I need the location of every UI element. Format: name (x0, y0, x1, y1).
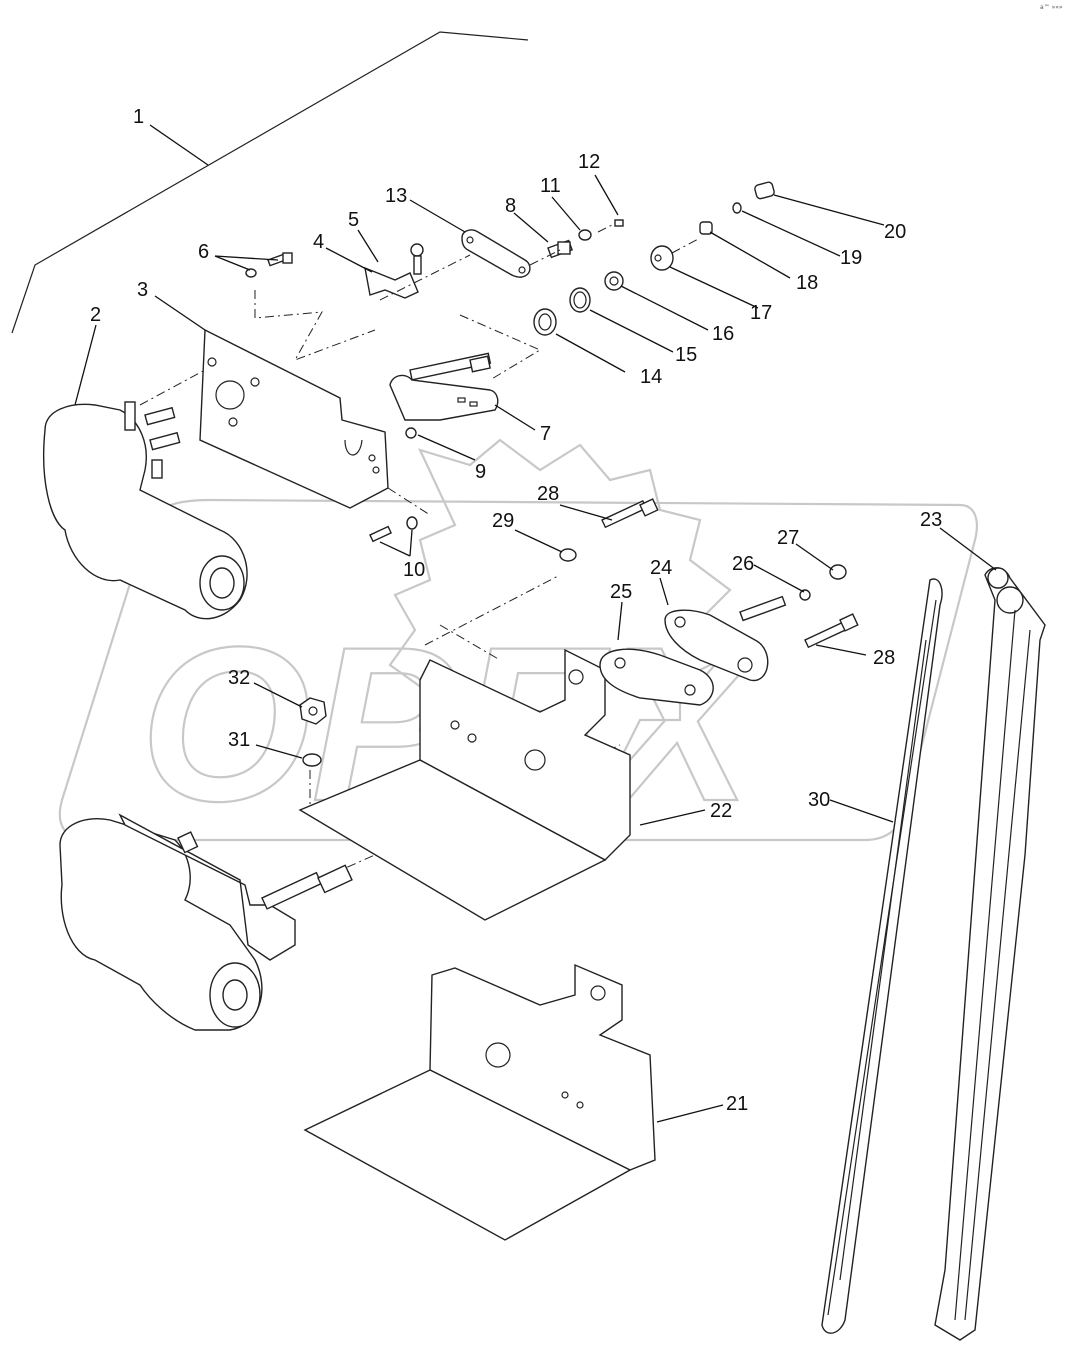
callout-6: 6 (198, 241, 209, 263)
callout-23: 23 (920, 509, 942, 531)
mounting-plate (199, 328, 389, 509)
bolt-28-upper (601, 498, 659, 529)
callout-28-upper: 28 (537, 483, 559, 505)
callout-15: 15 (675, 344, 697, 366)
callout-labels: 1 2 3 4 5 6 7 8 9 10 11 12 13 14 15 16 1… (90, 106, 942, 1115)
nut-32 (299, 697, 327, 725)
bolt-28-lower (804, 613, 859, 649)
callout-20: 20 (884, 221, 906, 243)
callout-29: 29 (492, 510, 514, 532)
callout-21: 21 (726, 1093, 748, 1115)
callout-3: 3 (137, 279, 148, 301)
cap-nut-20 (754, 181, 775, 200)
callout-7: 7 (540, 423, 551, 445)
nut-27 (829, 564, 847, 580)
windshield-outline (11, 31, 529, 334)
callout-5: 5 (348, 209, 359, 231)
wiper-blade-30 (821, 578, 943, 1334)
bushing-17 (650, 245, 674, 271)
callout-2: 2 (90, 304, 101, 326)
callout-28-lower: 28 (873, 647, 895, 669)
mounting-bracket-21 (303, 963, 656, 1241)
screw-and-washer-10 (369, 516, 418, 543)
callout-19: 19 (840, 247, 862, 269)
callout-32: 32 (228, 667, 250, 689)
callout-22: 22 (710, 800, 732, 822)
callout-24: 24 (650, 557, 672, 579)
washer-26 (799, 589, 811, 601)
drive-link (461, 229, 531, 278)
callout-9: 9 (475, 461, 486, 483)
link-bracket (364, 243, 424, 299)
wiper-motor-upper (43, 401, 248, 620)
callout-10: 10 (403, 559, 425, 581)
callout-14: 14 (640, 366, 662, 388)
callout-11: 11 (540, 175, 561, 197)
retaining-clip-12 (614, 219, 624, 227)
nut-9 (405, 427, 417, 439)
callout-17: 17 (750, 302, 772, 324)
callout-30: 30 (808, 789, 830, 811)
callout-25: 25 (610, 581, 632, 603)
small-washer-11 (578, 229, 592, 241)
washer-31 (302, 753, 322, 767)
nut-16 (604, 271, 624, 291)
callout-12: 12 (578, 151, 600, 173)
callout-13: 13 (385, 185, 407, 207)
callout-31: 31 (228, 729, 250, 751)
spring-18 (699, 221, 713, 235)
washer-19 (732, 202, 742, 214)
washer-29 (559, 548, 577, 562)
screw-and-washer-6 (245, 252, 293, 278)
callout-8: 8 (505, 195, 516, 217)
mounting-bracket-22 (298, 648, 631, 921)
washer-14 (533, 308, 557, 336)
callout-18: 18 (796, 272, 818, 294)
callout-1: 1 (133, 106, 144, 128)
pivot-housing-24 (664, 595, 787, 681)
crank-arm (389, 352, 499, 421)
pivot-pin (547, 239, 573, 259)
leader-lines (74, 124, 997, 1123)
wiper-arm-23 (934, 567, 1046, 1341)
callout-16: 16 (712, 323, 734, 345)
callout-26: 26 (732, 553, 754, 575)
washer-15 (569, 287, 591, 313)
gasket-25 (599, 648, 714, 706)
wiper-motor-lower (59, 813, 353, 1031)
corner-mark: a™ »»» (1040, 4, 1063, 11)
callout-27: 27 (777, 527, 799, 549)
callout-4: 4 (313, 231, 324, 253)
